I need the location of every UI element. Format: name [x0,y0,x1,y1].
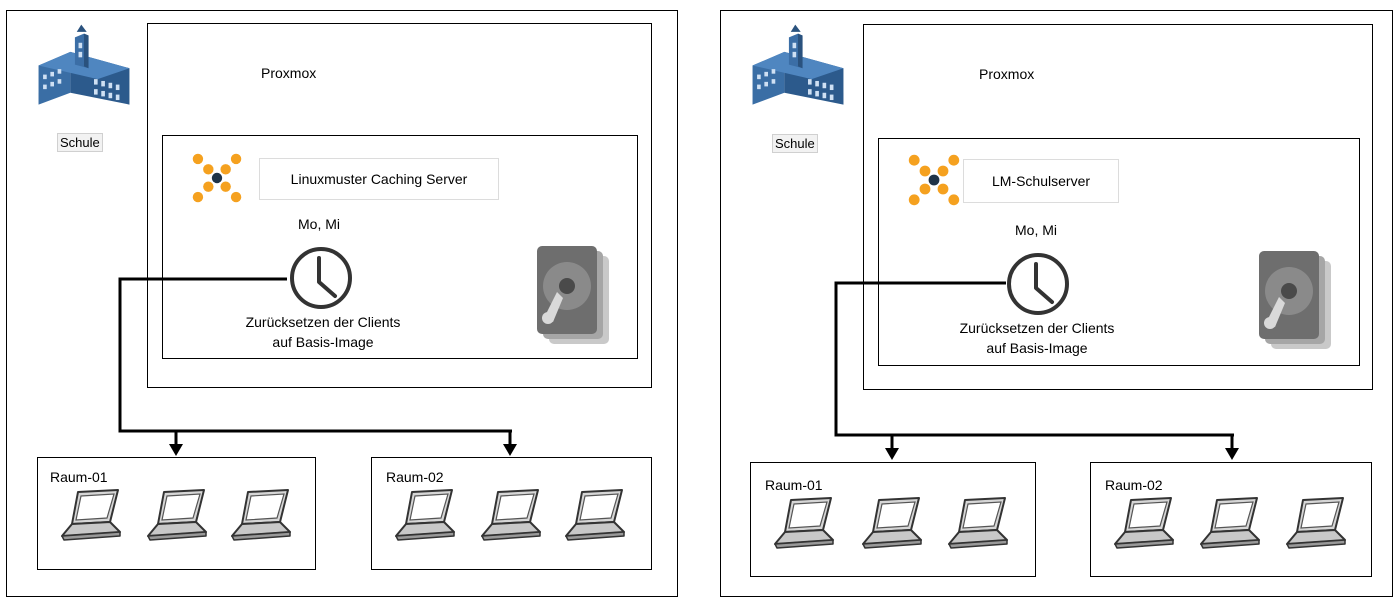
school-label: Schule [57,133,103,152]
arrow-down-icon [1225,448,1239,460]
room-label: Raum-01 [50,469,108,485]
proxmox-label: Proxmox [979,66,1035,82]
task-label-line2: auf Basis-Image [272,334,374,350]
server-name: LM-Schulserver [963,159,1119,203]
room-box-1: Raum-01 [37,457,316,570]
connector-lines [834,281,1239,460]
proxmox-box: Proxmox LM-Schulserver Mo, Mi Zurücksetz… [863,24,1373,390]
room-box-2: Raum-02 [371,457,652,570]
proxmox-box: Proxmox Linuxmuster Caching Server Mo, M… [147,23,652,388]
task-label-line1: Zurücksetzen der Clients [959,320,1115,336]
room-label: Raum-02 [1105,477,1163,493]
task-label-line2: auf Basis-Image [986,340,1088,356]
arrow-down-icon [503,444,517,456]
room-label: Raum-01 [765,477,823,493]
room-box-1: Raum-01 [750,462,1036,577]
room-label: Raum-02 [386,469,444,485]
server-vm-box: LM-Schulserver Mo, Mi Zurücksetzen der C… [878,138,1360,366]
server-vm-box: Linuxmuster Caching Server Mo, Mi Zurück… [162,135,638,359]
school-label: Schule [772,134,818,153]
diagram-right: Schule Proxmox LM-Schulserver Mo, Mi Zur… [720,10,1393,597]
arrow-down-icon [885,448,899,460]
proxmox-label: Proxmox [261,65,317,81]
server-name: Linuxmuster Caching Server [259,158,499,200]
connector-lines [118,277,517,456]
schedule-label: Mo, Mi [1015,222,1057,238]
schedule-label: Mo, Mi [298,216,340,232]
diagram-left: Schule Proxmox Linuxmuster Caching Serve… [6,10,678,597]
arrow-down-icon [169,444,183,456]
task-label-line1: Zurücksetzen der Clients [245,314,401,330]
room-box-2: Raum-02 [1090,462,1372,577]
